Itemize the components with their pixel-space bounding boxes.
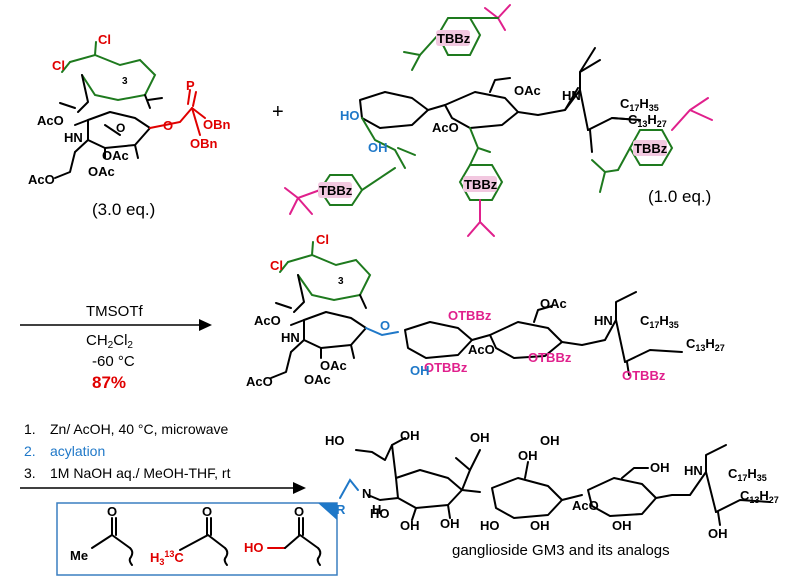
acceptor-hn: HN (562, 88, 581, 103)
acyl-o-1: O (107, 504, 117, 519)
product1-c13h27: C13H27 (686, 336, 725, 353)
acceptor-c17h35: C17H35 (620, 96, 659, 113)
product2-caption: ganglioside GM3 and its analogs (452, 542, 670, 559)
product2-oh-6: OH (650, 460, 670, 475)
acceptor-aco-mid: AcO (432, 120, 459, 135)
donor-ring-o: O (116, 121, 125, 135)
step2-item-1-num: 1. (24, 421, 36, 437)
step2-conditions: 1. Zn/ AcOH, 40 °C, microwave 2. acylati… (20, 421, 306, 494)
product2-aco: AcO (572, 498, 599, 513)
product2-oh-2: OH (400, 518, 420, 533)
product2-r-group: R (336, 502, 346, 517)
product2-ho-3: HO (480, 518, 500, 533)
product2-oh-4: OH (518, 448, 538, 463)
donor-obn-1: OBn (203, 117, 231, 132)
donor-aco-bottom: AcO (28, 172, 55, 187)
product2-c17h35: C17H35 (728, 466, 767, 483)
product1-otbbz-3: OTBBz (528, 350, 572, 365)
product2-oh-8: OH (540, 433, 560, 448)
product1-hn: HN (281, 330, 300, 345)
product1-oh: OH (410, 363, 430, 378)
acyl-group-box: Me O H313C O HO O (56, 502, 338, 576)
product2-ho-2: HO (370, 506, 390, 521)
step2-item-2-text: acylation (50, 443, 105, 459)
acyl-o-3: O (294, 504, 304, 519)
product1-cl-2: Cl (270, 258, 283, 273)
product1-molecule: Cl Cl 3 AcO HN OAc OAc AcO O OTBBz OTBBz… (246, 232, 725, 389)
product1-oac-1: OAc (320, 358, 347, 373)
acceptor-tbbz-2: TBBz (319, 183, 353, 198)
acceptor-c13h27: C13H27 (628, 112, 667, 129)
acyl-13c-methyl: H313C (150, 549, 184, 567)
donor-molecule: Cl Cl 3 AcO HN OAc OAc AcO O O P OBn OBn (28, 32, 231, 187)
product2-oh-7: OH (612, 518, 632, 533)
acceptor-equivalents: (1.0 eq.) (648, 187, 711, 206)
acyl-me: Me (70, 548, 88, 563)
donor-phosphorus: P (186, 78, 195, 93)
product1-otbbz-4: OTBBz (622, 368, 666, 383)
product2-oh-5: OH (530, 518, 550, 533)
product1-aco-mid: AcO (468, 342, 495, 357)
step1-conditions: TMSOTf CH2Cl2 -60 °C 87% (20, 303, 212, 392)
step1-temperature: -60 °C (92, 353, 135, 370)
donor-aco-1: AcO (37, 113, 64, 128)
product2-oh-9: OH (708, 526, 728, 541)
acceptor-ho: HO (340, 108, 360, 123)
donor-oac-1: OAc (102, 148, 129, 163)
step2-item-3-num: 3. (24, 465, 36, 481)
donor-equivalents: (3.0 eq.) (92, 200, 155, 219)
product1-oac-top: OAc (540, 296, 567, 311)
plus-sign: + (272, 101, 284, 123)
acceptor-tbbz-3: TBBz (464, 177, 498, 192)
product2-molecule: HO OH OH R N H HO OH OH OH HO OH AcO OH … (325, 428, 779, 541)
product2-n: N (362, 486, 371, 501)
step1-yield: 87% (92, 373, 126, 392)
product2-oh-acid: OH (470, 430, 490, 445)
product1-aco-bottom: AcO (246, 374, 273, 389)
acyl-o-2: O (202, 504, 212, 519)
donor-subscript-3: 3 (122, 76, 128, 87)
acceptor-tbbz-4: TBBz (634, 141, 668, 156)
donor-hn: HN (64, 130, 83, 145)
product1-otbbz-1: OTBBz (448, 308, 492, 323)
acceptor-tbbz-1: TBBz (437, 31, 471, 46)
product2-c13h27: C13H27 (740, 488, 779, 505)
acyl-ho: HO (244, 540, 264, 555)
product1-otbbz-2: OTBBz (424, 360, 468, 375)
step1-solvent: CH2Cl2 (86, 332, 133, 351)
donor-cl-1: Cl (98, 32, 111, 47)
donor-obn-2: OBn (190, 136, 218, 151)
step2-item-2-num: 2. (24, 443, 36, 459)
acceptor-oh: OH (368, 140, 388, 155)
product2-oh-3: OH (440, 516, 460, 531)
acceptor-oac-top: OAc (514, 83, 541, 98)
product1-c17h35: C17H35 (640, 313, 679, 330)
acceptor-molecule: TBBz TBBz TBBz TBBz (284, 4, 713, 237)
product1-cl-1: Cl (316, 232, 329, 247)
product2-oh-1: OH (400, 428, 420, 443)
product2-h: H (372, 502, 381, 517)
step2-item-1-text: Zn/ AcOH, 40 °C, microwave (50, 421, 229, 437)
product2-ho-1: HO (325, 433, 345, 448)
product1-o-link: O (380, 318, 390, 333)
product1-subscript-3: 3 (338, 276, 344, 287)
product1-hn-2: HN (594, 313, 613, 328)
donor-oac-2: OAc (88, 164, 115, 179)
product1-oac-2: OAc (304, 372, 331, 387)
donor-o-p: O (163, 118, 173, 133)
donor-cl-2: Cl (52, 58, 65, 73)
step2-item-3-text: 1M NaOH aq./ MeOH-THF, rt (50, 465, 231, 481)
step1-reagent: TMSOTf (86, 303, 143, 320)
product2-hn: HN (684, 463, 703, 478)
product1-aco-1: AcO (254, 313, 281, 328)
